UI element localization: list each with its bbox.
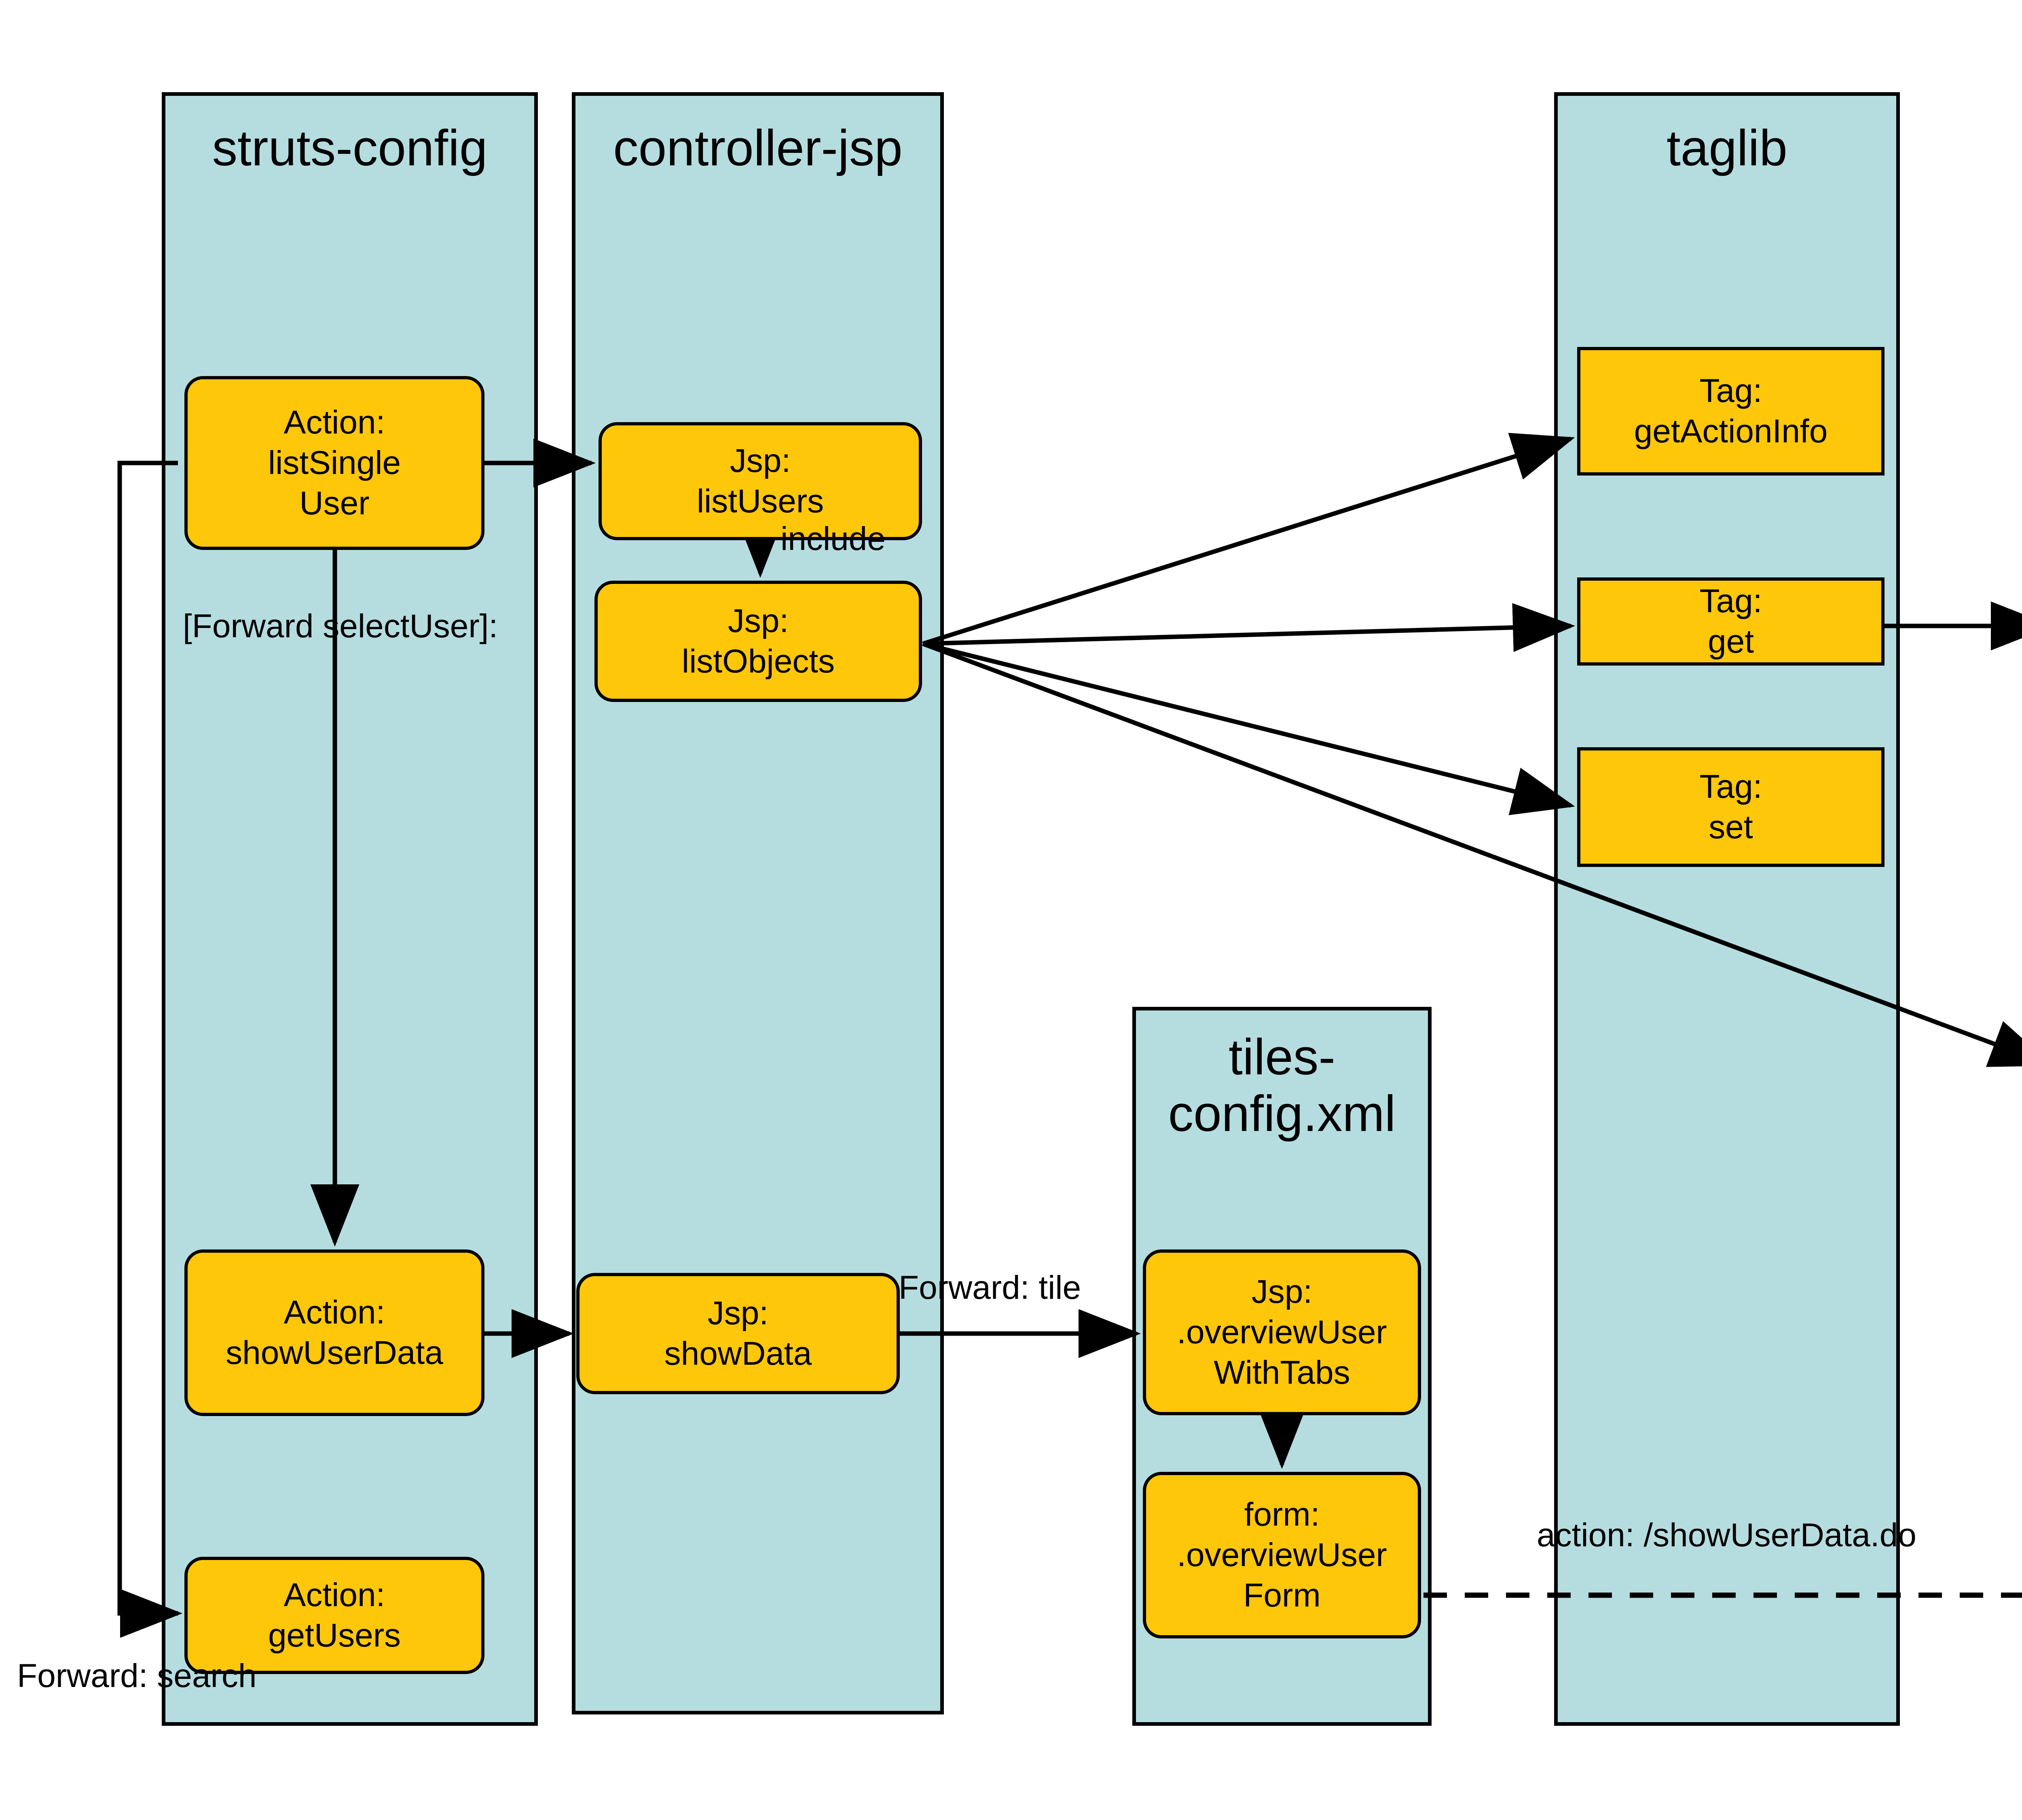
node-action-getUsers[interactable]: Action: getUsers [184,1557,484,1674]
edge-label-forward-selectuser: [Forward selectUser]: [183,608,498,645]
node-label: Jsp: showData [664,1294,812,1372]
node-jsp-showData[interactable]: Jsp: showData [576,1273,900,1394]
node-label: Tag: get [1699,582,1762,660]
node-label: Action: showUserData [226,1294,443,1371]
node-jsp-overviewUserWithTabs[interactable]: Jsp: .overviewUser WithTabs [1143,1249,1421,1415]
node-tag-set[interactable]: Tag: set [1577,747,1885,867]
lane-title-taglib: taglib [1667,120,1787,176]
node-label: Tag: set [1699,768,1762,846]
edge-label-forward-search: Forward: search [17,1657,257,1694]
node-label: Jsp: .overviewUser WithTabs [1177,1273,1387,1391]
node-label: Action: getUsers [268,1576,401,1654]
arrow-listObjects-to-set [922,641,1575,816]
arrow-listObjects-to-getActionInfo [922,433,1575,646]
node-jsp-listUsers[interactable]: Jsp: listUsers [599,422,922,540]
lane-taglib[interactable]: taglib [1554,92,1900,1726]
node-form-overviewUserForm[interactable]: form: .overviewUser Form [1143,1472,1421,1638]
node-tag-get[interactable]: Tag: get [1577,577,1885,666]
node-label: Action: listSingle User [268,404,401,522]
node-label: Jsp: listObjects [681,602,835,680]
edge-label-action-showuserdata: action: /showUserData.do [1537,1517,1916,1554]
lane-controller-jsp[interactable]: controller-jsp [572,92,944,1714]
node-label: form: .overviewUser Form [1177,1496,1387,1614]
node-action-listSingleUser[interactable]: Action: listSingle User [184,376,484,550]
edge-label-forward-tile: Forward: tile [899,1269,1081,1306]
node-tag-getActionInfo[interactable]: Tag: getActionInfo [1577,347,1885,476]
lane-title-struts-config: struts-config [212,120,488,176]
node-jsp-listObjects[interactable]: Jsp: listObjects [594,581,922,702]
node-label: Tag: getActionInfo [1634,372,1828,450]
lane-struts-config[interactable]: struts-config [162,92,538,1726]
edge-label-include: include [780,520,886,557]
lane-title-tiles-config: tiles- config.xml [1168,1029,1396,1142]
node-action-showUserData[interactable]: Action: showUserData [184,1249,484,1416]
lane-title-controller-jsp: controller-jsp [613,120,903,176]
node-label: Jsp: listUsers [696,442,824,520]
arrow-listObjects-to-get [922,603,1575,652]
